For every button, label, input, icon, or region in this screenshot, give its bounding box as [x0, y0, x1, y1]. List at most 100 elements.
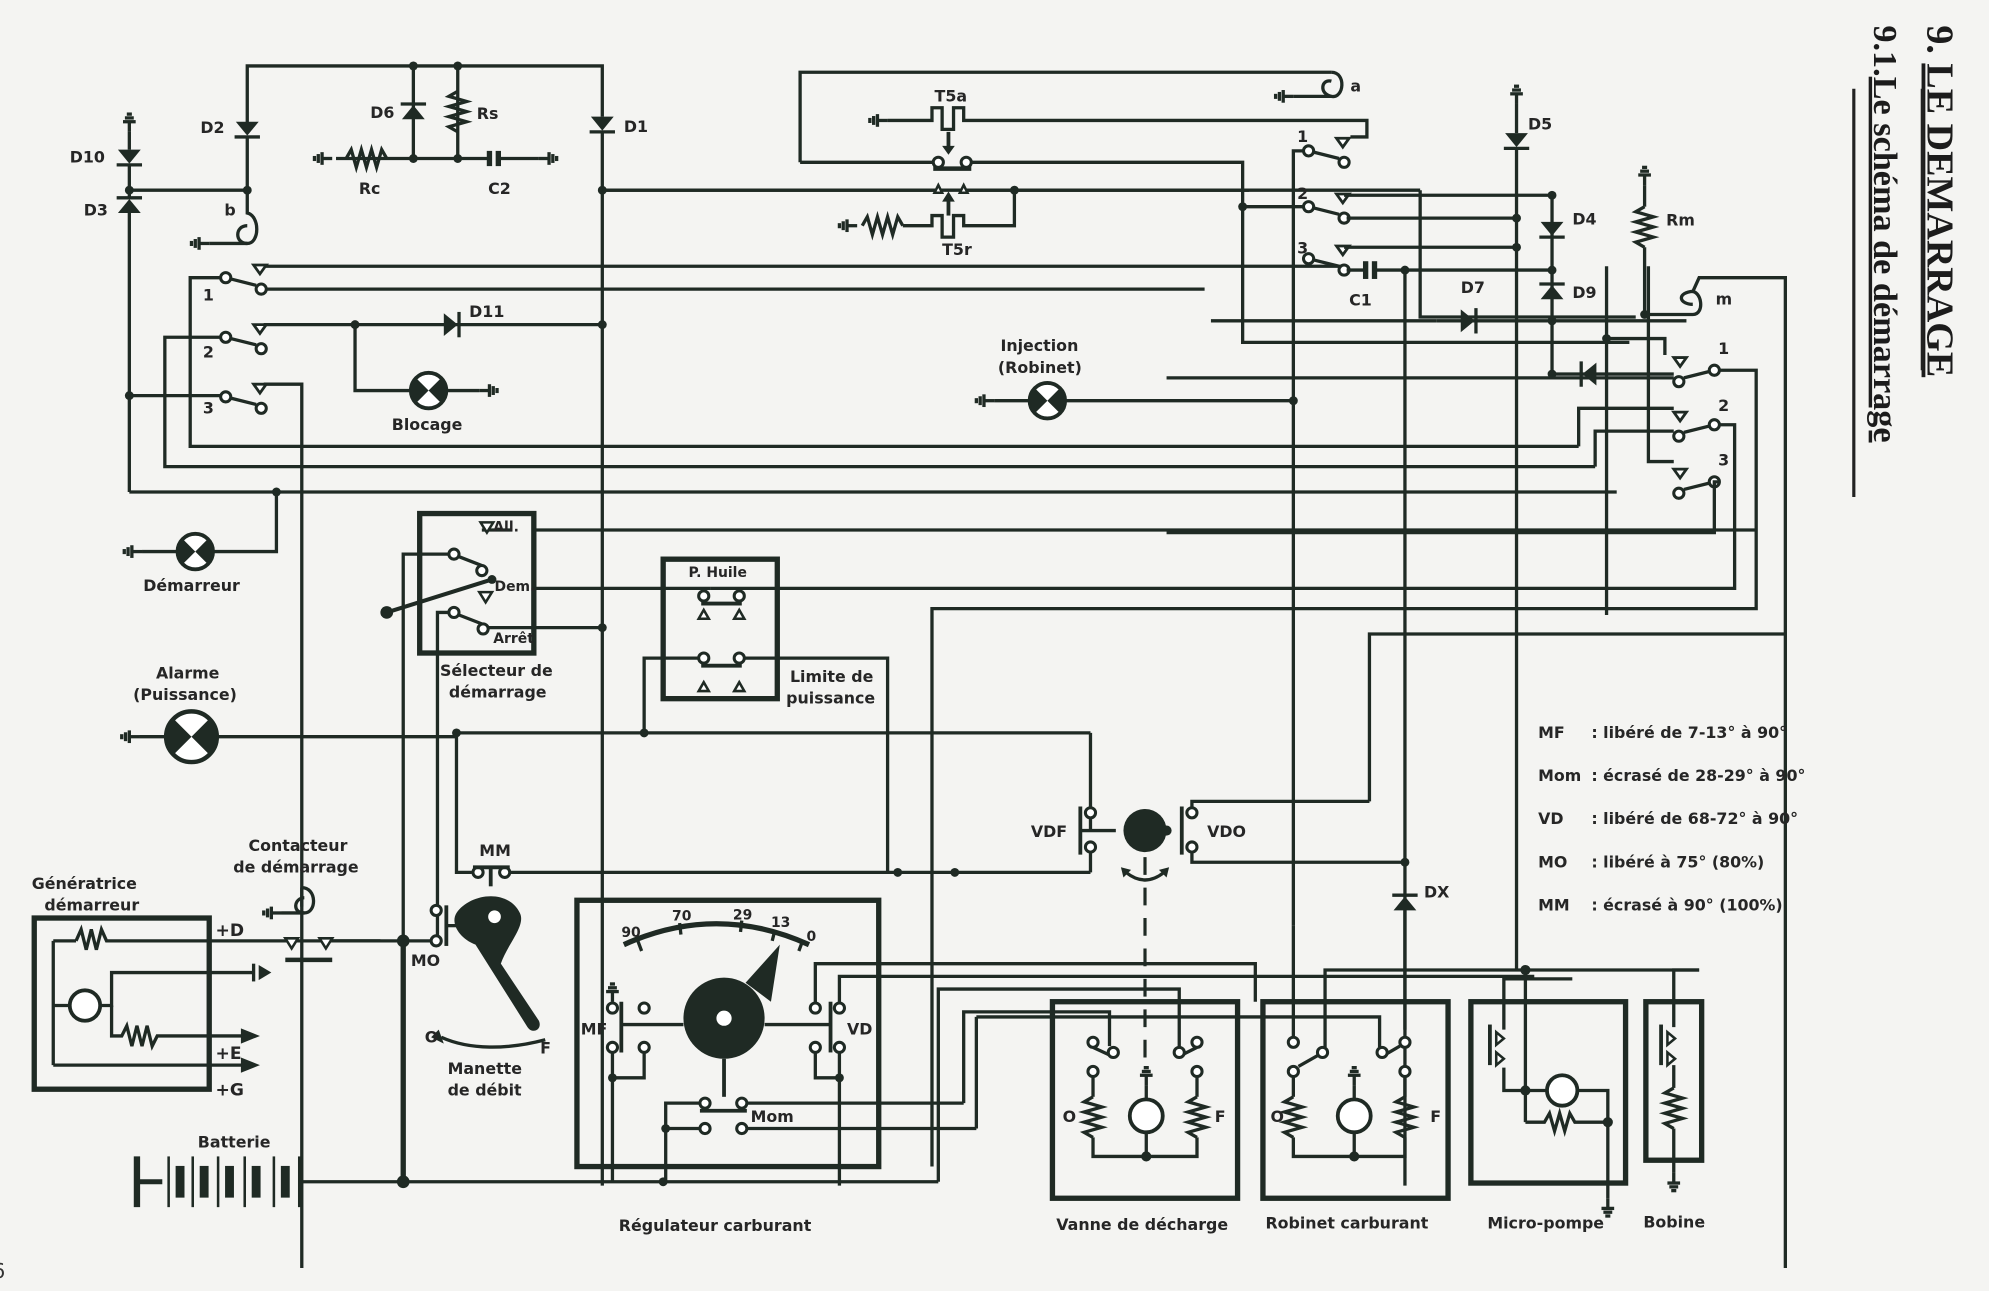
svg-text:: libéré de 7-13° à 90°: : libéré de 7-13° à 90° [1591, 723, 1787, 742]
alarme-lamp-circuit [120, 711, 457, 762]
label-contacteur-1: Contacteur [249, 836, 348, 855]
gauge-tick-13: 13 [771, 915, 790, 931]
label-D2: D2 [200, 118, 224, 137]
label-vanne: Vanne de décharge [1056, 1215, 1228, 1234]
label-left-3: 3 [203, 398, 214, 417]
label-manette-1: Manette [448, 1059, 522, 1078]
svg-text:: libéré à 75° (80%): : libéré à 75° (80%) [1591, 852, 1764, 871]
blocage-lamp [408, 370, 449, 411]
svg-text:9. LE DEMARRAGE: 9. LE DEMARRAGE [1918, 25, 1960, 377]
label-coil-a: a [1350, 76, 1361, 95]
label-limite-1: Limite de [790, 667, 873, 686]
subsection-heading: 9.1.Le schéma de démarrage [1866, 25, 1904, 442]
label-coil-b: b [224, 201, 235, 220]
label-vanne-O: O [1063, 1107, 1076, 1126]
bobine [1643, 968, 1705, 1193]
diode-D4 [1537, 220, 1567, 239]
label-regulateur: Régulateur carburant [619, 1216, 812, 1235]
label-ur-3: 3 [1297, 239, 1308, 258]
component-labels: D2 D10 D3 D6 Rs Rc C2 D1 b 1 2 3 D11 Blo… [32, 76, 1732, 1235]
label-alarme-puissance: (Puissance) [133, 685, 237, 704]
label-T5a: T5a [935, 86, 968, 105]
label-injection: Injection [1000, 336, 1078, 355]
vanne-de-decharge [936, 987, 1241, 1201]
label-D4: D4 [1572, 209, 1596, 228]
label-dem: Dem. [495, 579, 536, 595]
label-Rs: Rs [477, 104, 499, 123]
diode-unlabeled [1579, 359, 1599, 389]
label-D9: D9 [1572, 283, 1596, 302]
label-blocage: Blocage [392, 415, 463, 434]
label-ur-2: 2 [1297, 184, 1308, 203]
label-MM: MM [479, 841, 511, 860]
page-number: 6 [0, 1259, 5, 1283]
label-left-2: 2 [203, 343, 214, 362]
label-batterie: Batterie [198, 1133, 271, 1152]
diode-D11 [442, 310, 461, 339]
label-ur-1: 1 [1297, 127, 1308, 146]
label-MF: MF [581, 1020, 608, 1039]
label-D7: D7 [1461, 278, 1485, 297]
legend-row: VD : libéré de 68-72° à 90° [1538, 809, 1798, 828]
label-T5r: T5r [942, 240, 972, 259]
generatrice-demarreur [31, 915, 381, 1092]
label-arret: Arrêt [493, 631, 534, 647]
contacteur-demarrage [262, 885, 410, 963]
diode-D6 [399, 102, 428, 121]
label-D5: D5 [1528, 114, 1552, 133]
gauge-tick-70: 70 [672, 909, 692, 925]
label-manette-O: O [425, 1027, 438, 1046]
svg-text:: écrasé à 90° (100%): : écrasé à 90° (100%) [1591, 895, 1782, 914]
injection-lamp [1027, 381, 1068, 421]
gauge-tick-90: 90 [621, 925, 641, 941]
label-Rc: Rc [359, 179, 381, 198]
label-robinet: Robinet carburant [1265, 1214, 1428, 1233]
batterie [133, 1156, 939, 1208]
diode-D3 [115, 196, 144, 215]
label-MO: MO [411, 951, 440, 970]
svg-text:9.1.Le schéma de démarrage: 9.1.Le schéma de démarrage [1866, 25, 1904, 442]
legend-row: Mom : écrasé de 28-29° à 90° [1538, 766, 1805, 785]
label-Rm: Rm [1666, 211, 1695, 230]
svg-text:MO: MO [1538, 852, 1567, 871]
resistor-Rm [1634, 205, 1656, 249]
label-lr-1: 1 [1718, 339, 1729, 358]
gauge-tick-0: 0 [806, 929, 816, 945]
label-VDO: VDO [1207, 822, 1246, 841]
svg-text:Mom: Mom [1538, 766, 1581, 785]
manette-debit [400, 865, 1091, 1186]
diode-D9 [1537, 282, 1567, 301]
label-lr-3: 3 [1718, 450, 1729, 469]
label-VDF: VDF [1031, 822, 1067, 841]
label-Mom: Mom [751, 1107, 794, 1126]
diode-D7 [1459, 306, 1478, 336]
label-manette-2: de débit [448, 1081, 522, 1100]
section-heading: 9. LE DEMARRAGE [1918, 25, 1960, 377]
regulateur-carburant [574, 897, 1535, 1186]
label-DX: DX [1424, 883, 1449, 902]
svg-text:VD: VD [1538, 809, 1563, 828]
thermal-switches [602, 70, 1636, 345]
label-plus-e: +E [216, 1044, 242, 1064]
label-plus-g: +G [216, 1081, 244, 1101]
diode-D10 [115, 147, 144, 167]
diode-D2 [232, 120, 262, 139]
upper-right-relay [1210, 84, 1787, 1269]
label-alarme: Alarme [156, 663, 219, 682]
pression-huile-switch [452, 556, 1093, 875]
label-C2: C2 [488, 179, 511, 198]
label-robinet-O: O [1271, 1107, 1284, 1126]
svg-text:MM: MM [1538, 895, 1570, 914]
label-generatrice-1: Génératrice [32, 874, 137, 893]
demarreur-lamp [175, 531, 216, 572]
label-D6: D6 [370, 103, 394, 122]
label-bobine: Bobine [1643, 1212, 1705, 1231]
left-relay [122, 263, 1617, 1269]
label-all: All. [493, 519, 519, 535]
label-contacteur-2: de démarrage [233, 857, 358, 876]
label-D3: D3 [84, 201, 108, 220]
diode-DX [1390, 893, 1420, 913]
label-left-1: 1 [203, 286, 214, 305]
